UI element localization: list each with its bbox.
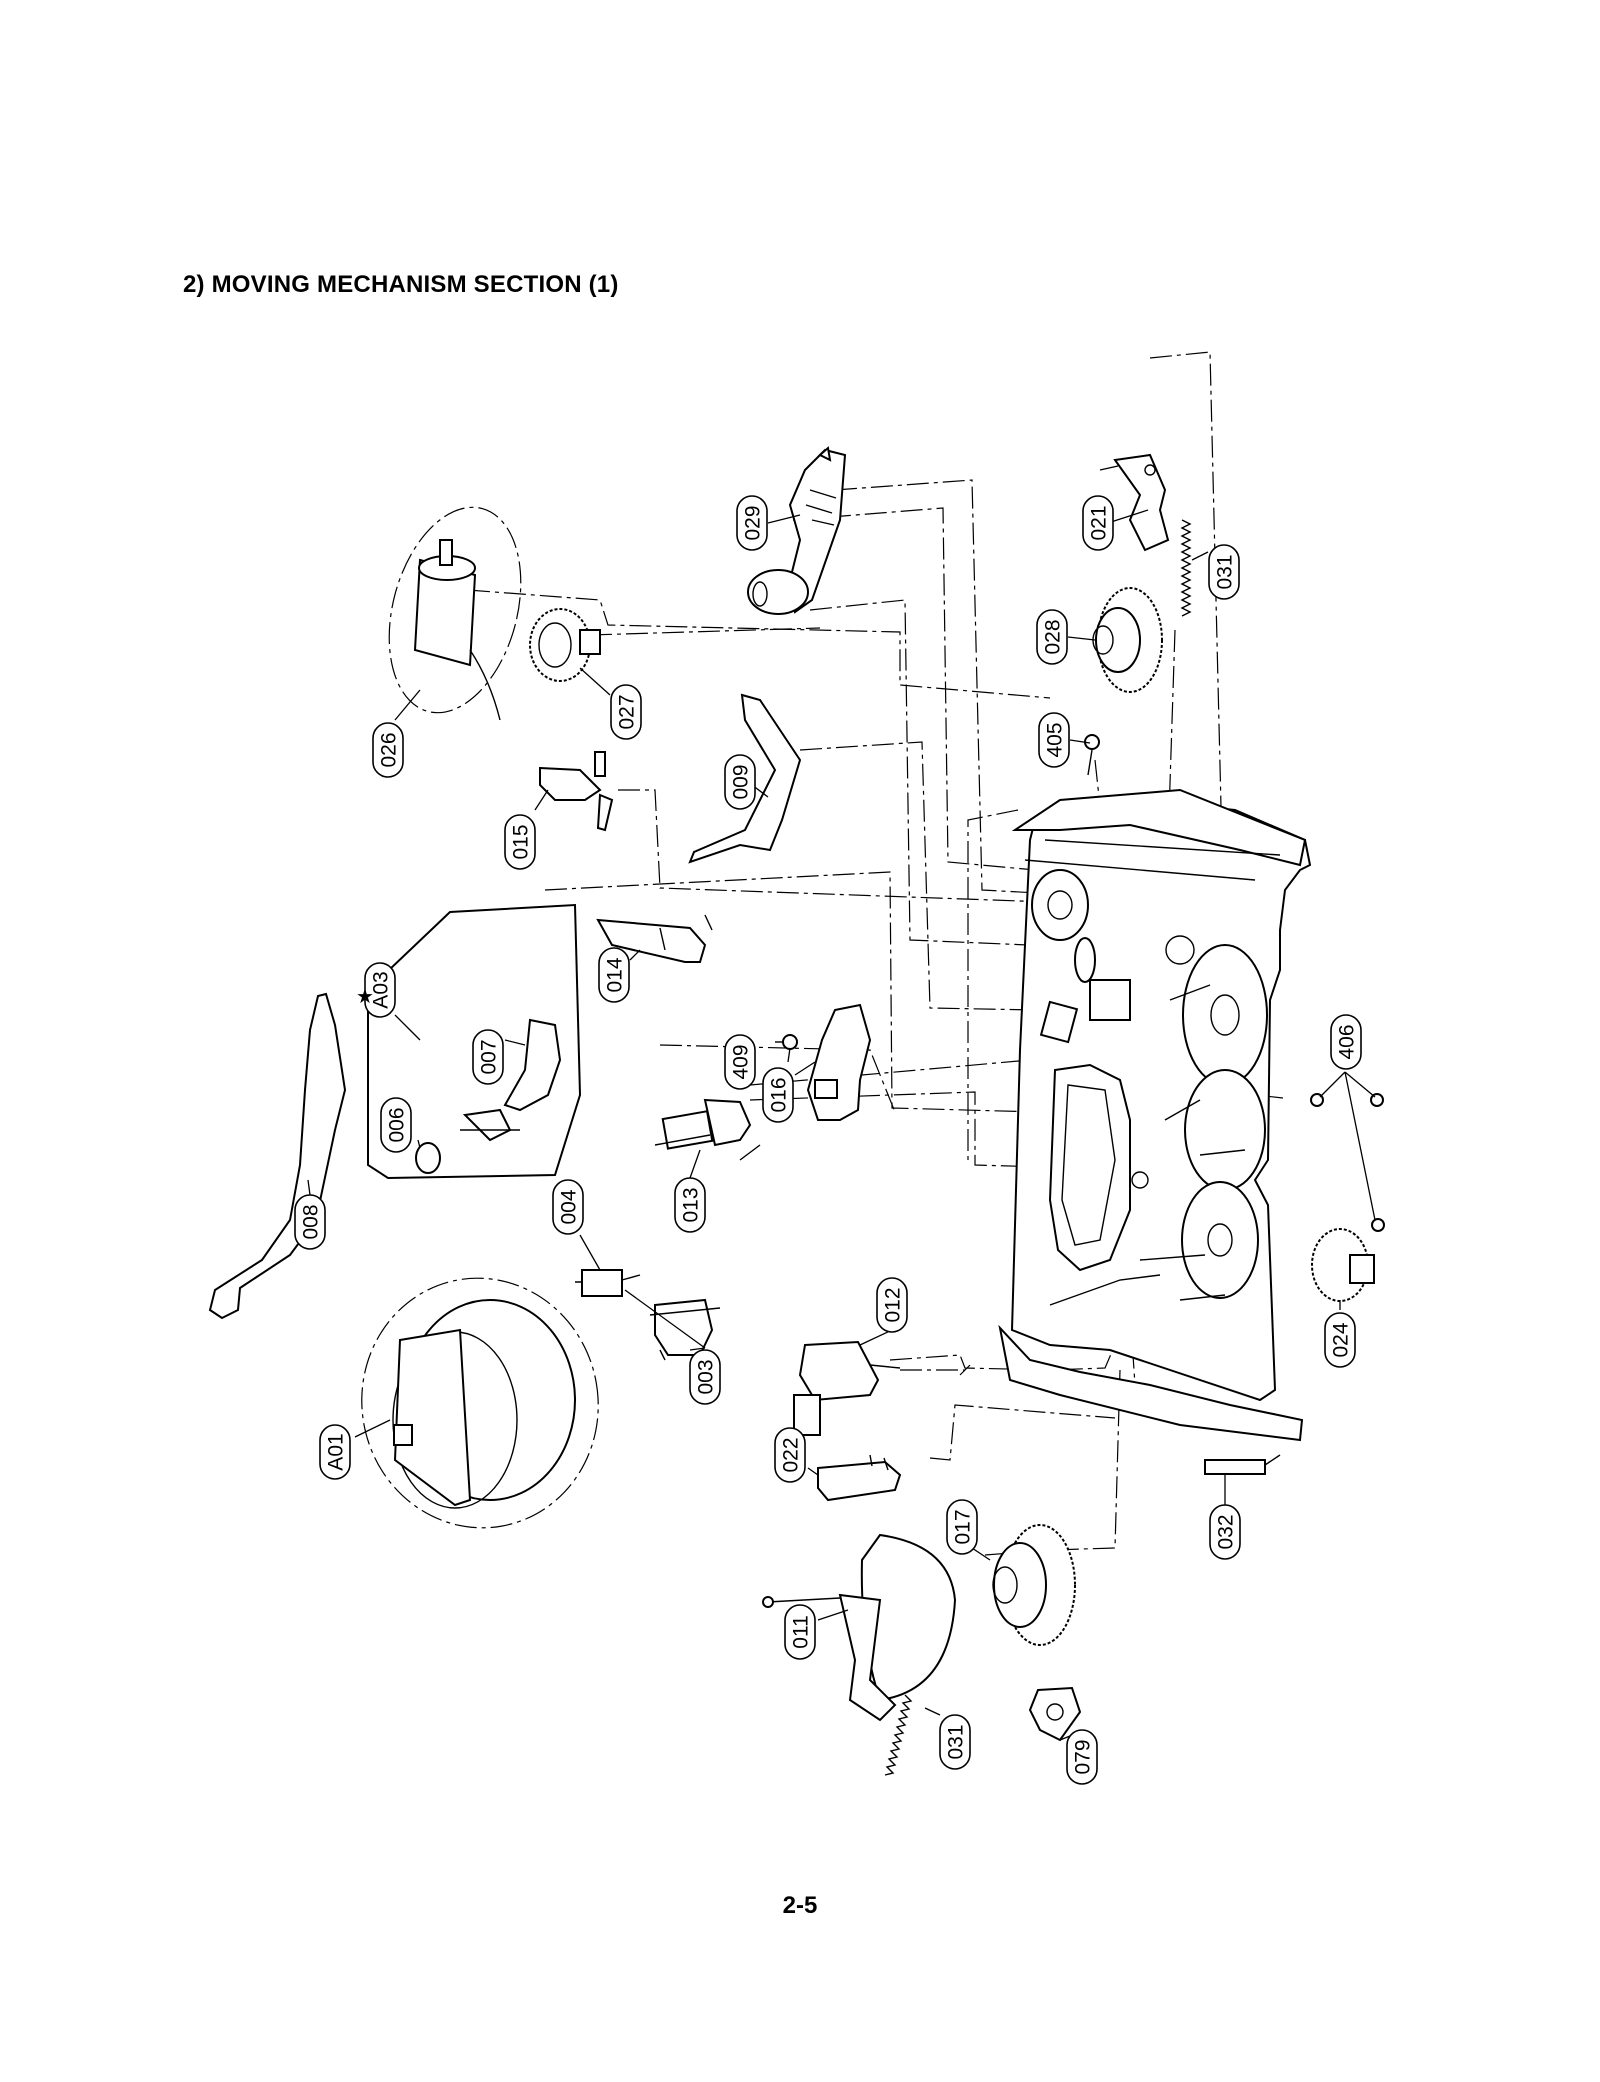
label-405: 405	[1038, 712, 1070, 768]
label-406-text: 406	[1336, 1024, 1359, 1059]
part-029-drawing	[747, 446, 847, 615]
label-405-text: 405	[1044, 722, 1067, 757]
label-409-text: 409	[730, 1044, 753, 1079]
label-016: 016	[762, 1067, 794, 1123]
label-006-text: 006	[386, 1107, 409, 1142]
label-004: 004	[552, 1179, 584, 1235]
label-024: 024	[1324, 1312, 1356, 1368]
label-032: 032	[1209, 1504, 1241, 1560]
label-009: 009	[724, 754, 756, 810]
label-016-text: 016	[768, 1077, 791, 1112]
label-011: 011	[784, 1604, 816, 1660]
label-003-text: 003	[695, 1359, 718, 1394]
label-079-text: 079	[1072, 1739, 1095, 1774]
label-009-text: 009	[730, 764, 753, 799]
part-028-drawing	[1092, 587, 1163, 693]
label-406: 406	[1330, 1014, 1362, 1070]
label-031-bottom-text: 031	[945, 1724, 968, 1759]
part-016-drawing	[806, 1003, 872, 1121]
page-number: 2-5	[782, 1892, 818, 1919]
label-031-bottom: 031	[939, 1714, 971, 1770]
label-024-text: 024	[1330, 1322, 1353, 1357]
part-031a-drawing	[1180, 519, 1192, 617]
label-409: 409	[724, 1034, 756, 1090]
label-012: 012	[876, 1277, 908, 1333]
label-031-top: 031	[1208, 544, 1240, 600]
part-A01-drawing	[361, 1277, 599, 1529]
part-012-drawing	[793, 1340, 901, 1436]
label-A01: A01	[319, 1424, 351, 1480]
label-013: 013	[674, 1177, 706, 1233]
label-007: 007	[472, 1029, 504, 1085]
part-013-drawing	[654, 1098, 761, 1161]
part-021-drawing	[1099, 453, 1170, 552]
main-chassis	[998, 788, 1312, 1442]
label-011-text: 011	[790, 1615, 813, 1648]
part-014-drawing	[596, 914, 713, 963]
part-026-drawing	[388, 506, 522, 721]
label-026: 026	[372, 722, 404, 778]
label-028: 028	[1036, 609, 1068, 665]
label-021-text: 021	[1088, 505, 1111, 540]
label-017: 017	[946, 1499, 978, 1555]
part-409-drawing	[775, 1034, 798, 1050]
label-079: 079	[1066, 1729, 1098, 1785]
label-014: 014	[598, 947, 630, 1003]
label-003: 003	[689, 1349, 721, 1405]
label-007-text: 007	[478, 1039, 501, 1074]
label-013-text: 013	[680, 1187, 703, 1222]
label-031-top-text: 031	[1214, 554, 1237, 589]
label-A03: A03	[364, 962, 396, 1018]
part-009-drawing	[688, 693, 802, 864]
label-021: 021	[1082, 495, 1114, 551]
part-079-drawing	[1028, 1686, 1082, 1742]
label-008: 008	[294, 1194, 326, 1250]
star-marker: ★	[356, 984, 374, 1008]
label-008-text: 008	[300, 1204, 323, 1239]
part-031b-drawing	[884, 1694, 913, 1776]
label-022: 022	[774, 1427, 806, 1483]
label-022-text: 022	[780, 1437, 803, 1472]
part-022-drawing	[817, 1454, 902, 1502]
label-027-text: 027	[616, 694, 639, 729]
part-024-drawing	[1311, 1228, 1375, 1302]
label-027: 027	[610, 684, 642, 740]
label-006: 006	[380, 1097, 412, 1153]
label-032-text: 032	[1215, 1514, 1238, 1549]
label-014-text: 014	[604, 957, 627, 992]
part-labels: 029 021 031 028 027 026 009 405	[294, 495, 1362, 1785]
page-title: 2) MOVING MECHANISM SECTION (1)	[183, 271, 619, 298]
label-A01-text: A01	[325, 1433, 348, 1470]
part-027-drawing	[529, 608, 601, 682]
label-029: 029	[736, 495, 768, 551]
label-012-text: 012	[882, 1287, 905, 1322]
part-032-drawing	[1204, 1454, 1281, 1475]
label-028-text: 028	[1042, 619, 1065, 654]
label-004-text: 004	[558, 1189, 581, 1224]
label-015: 015	[504, 814, 536, 870]
part-406-drawing	[1310, 1093, 1385, 1232]
label-017-text: 017	[952, 1509, 975, 1544]
part-015-drawing	[539, 751, 614, 832]
label-029-text: 029	[742, 505, 765, 540]
part-011-drawing	[762, 1533, 957, 1722]
label-026-text: 026	[378, 732, 401, 767]
label-A03-text: A03	[370, 971, 393, 1008]
part-405-drawing	[1084, 734, 1100, 776]
part-004-drawing	[575, 1269, 641, 1297]
part-008-drawing	[208, 992, 347, 1320]
label-015-text: 015	[510, 824, 533, 859]
part-017-drawing	[992, 1524, 1076, 1646]
